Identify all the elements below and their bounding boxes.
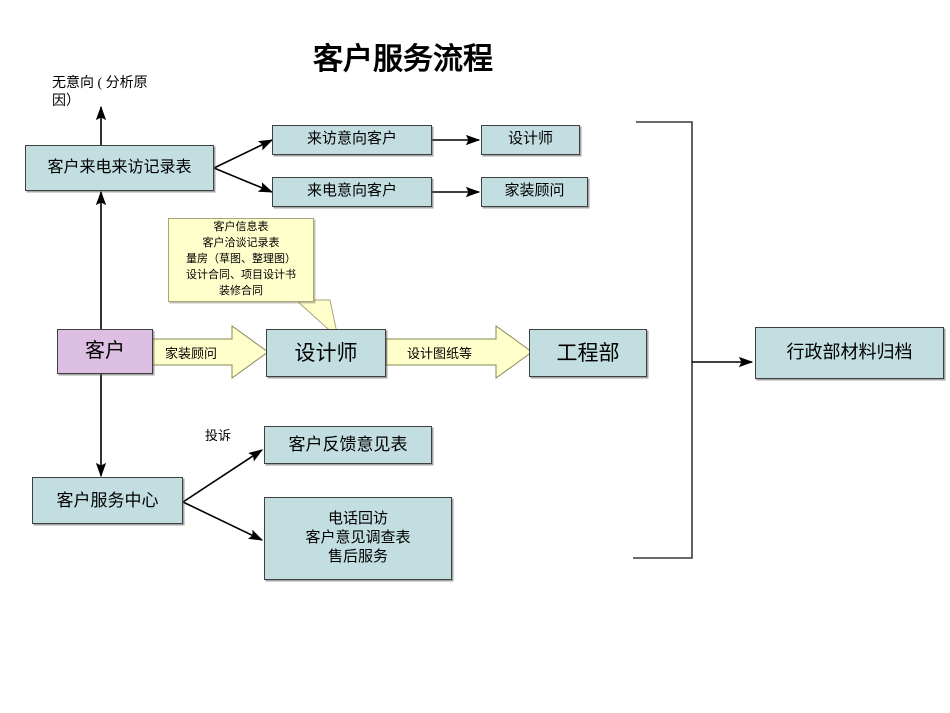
- node-call-visit-record[interactable]: 客户来电来访记录表: [25, 145, 214, 191]
- node-visit-intent-customer[interactable]: 来访意向客户: [272, 125, 432, 155]
- node-after-sales[interactable]: 电话回访 客户意见调查表 售后服务: [264, 497, 452, 580]
- node-designer-main[interactable]: 设计师: [266, 329, 386, 377]
- arrow-service-center-to-after-sales: [182, 501, 264, 541]
- label-no-intent: 无意向 ( 分析原 因）: [52, 76, 148, 110]
- label-complaint: 投诉: [205, 428, 232, 443]
- page-title: 客户服务流程: [313, 43, 493, 76]
- callout-documents: 客户信息表 客户洽谈记录表 量房（草图、整理图） 设计合同、项目设计书 装修合同: [168, 218, 314, 302]
- node-designer-top[interactable]: 设计师: [481, 125, 580, 155]
- node-call-intent-customer[interactable]: 来电意向客户: [272, 177, 432, 207]
- node-customer[interactable]: 客户: [57, 329, 153, 374]
- node-customer-service-center[interactable]: 客户服务中心: [32, 477, 183, 524]
- label-drawings-arrow: 设计图纸等: [407, 345, 473, 361]
- arrow-record-to-call-intent: [213, 167, 274, 193]
- node-engineering-dept[interactable]: 工程部: [529, 329, 647, 377]
- node-home-decor-consultant-top[interactable]: 家装顾问: [481, 177, 588, 207]
- label-consultant-arrow: 家装顾问: [165, 345, 218, 361]
- bus-connector-to-admin-archive: [633, 121, 754, 559]
- node-feedback-form[interactable]: 客户反馈意见表: [264, 426, 432, 464]
- arrow-record-to-visit-intent: [213, 139, 274, 169]
- arrow-service-center-to-feedback: [182, 449, 264, 503]
- node-admin-archive[interactable]: 行政部材料归档: [755, 327, 944, 379]
